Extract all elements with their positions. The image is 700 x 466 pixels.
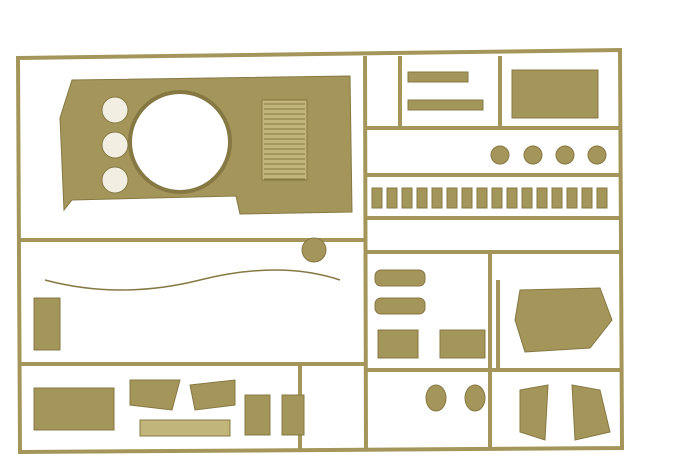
small-bar-part: [407, 71, 469, 83]
plate-part: [244, 394, 271, 436]
hatch-opening: [101, 166, 129, 194]
stowage-part: [374, 269, 426, 287]
turret-ring-opening: [128, 90, 232, 194]
round-part: [523, 145, 543, 165]
round-part: [555, 145, 575, 165]
small-part: [461, 187, 473, 209]
fender-part: [129, 379, 181, 411]
small-part: [551, 187, 563, 209]
small-part: [491, 187, 503, 209]
stowage-part: [374, 297, 426, 315]
fender-part: [189, 379, 236, 411]
small-part: [446, 187, 458, 209]
wheel-part: [301, 237, 327, 263]
engine-deck-part: [511, 69, 599, 119]
small-part: [476, 187, 488, 209]
box-part: [439, 329, 486, 359]
engine-grille-part: [261, 99, 308, 181]
small-bar-part: [407, 99, 484, 111]
small-part: [506, 187, 518, 209]
small-part: [566, 187, 578, 209]
round-part: [587, 145, 607, 165]
sprue-parts: [33, 69, 613, 441]
small-part: [401, 187, 413, 209]
transmission-part: [33, 387, 115, 431]
fender-part: [519, 384, 549, 441]
fender-part: [571, 384, 611, 441]
small-part: [416, 187, 428, 209]
small-part: [521, 187, 533, 209]
small-part: [536, 187, 548, 209]
plate-part: [281, 394, 305, 436]
small-part: [596, 187, 608, 209]
round-part: [425, 384, 447, 412]
round-part: [464, 384, 486, 412]
small-part: [431, 187, 443, 209]
small-part: [371, 187, 383, 209]
small-part: [581, 187, 593, 209]
plate-part: [33, 297, 61, 351]
round-part: [490, 145, 510, 165]
hatch-opening: [101, 96, 129, 124]
cable-part: [44, 269, 341, 291]
box-part: [377, 329, 419, 359]
hatch-opening: [101, 131, 129, 159]
mantlet-part: [514, 287, 613, 353]
grille-part: [139, 419, 231, 437]
small-part: [386, 187, 398, 209]
